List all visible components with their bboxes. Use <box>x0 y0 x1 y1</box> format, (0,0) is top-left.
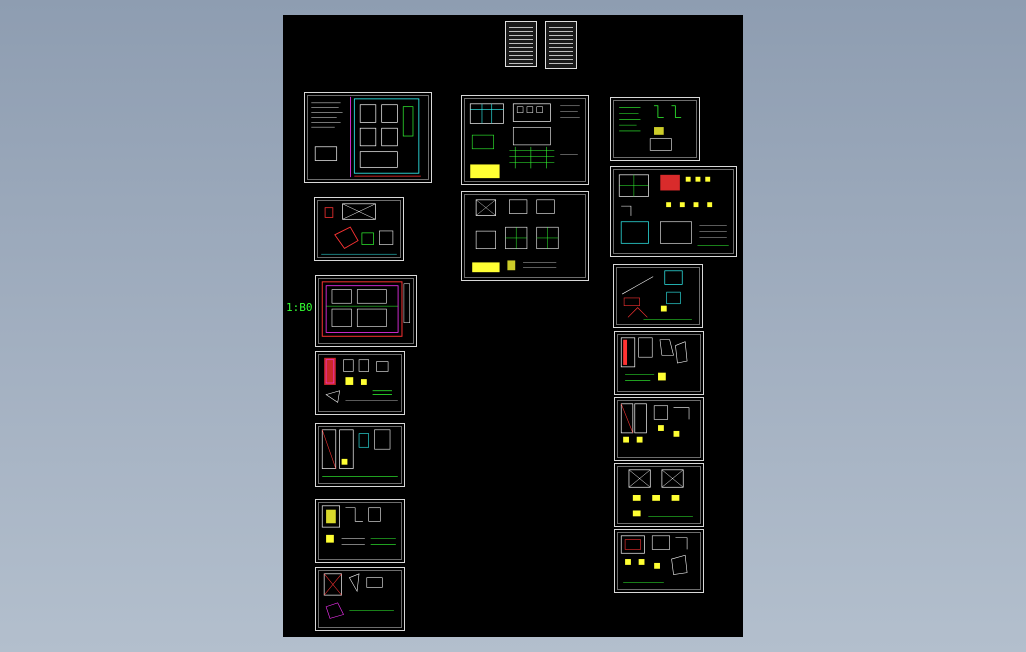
drawing-sheet-left-4[interactable] <box>315 351 405 415</box>
drawing-middle-2 <box>472 199 559 273</box>
drawing-sheet-left-5[interactable] <box>315 423 405 487</box>
drawing-sheet-right-2[interactable] <box>610 166 737 257</box>
drawing-right-1 <box>619 105 682 151</box>
drawing-right-7 <box>620 535 688 583</box>
cad-model-viewport[interactable]: 1:B0 <box>283 15 743 637</box>
drawing-left-4 <box>324 357 398 403</box>
drawing-middle-1 <box>469 103 580 179</box>
drawing-sheet-middle-1[interactable] <box>461 95 589 185</box>
drawing-right-4 <box>620 337 688 381</box>
drawing-left-5 <box>321 429 398 477</box>
drawing-left-3 <box>321 281 410 337</box>
drawing-left-6 <box>321 505 396 545</box>
scale-label: 1:B0 <box>286 301 313 314</box>
drawing-sheet-left-6[interactable] <box>315 499 405 563</box>
drawing-sheet-site-plan[interactable] <box>304 92 432 183</box>
site-plan-drawing <box>311 96 421 178</box>
drawing-right-2 <box>618 174 729 246</box>
drawing-sheet-right-5[interactable] <box>614 397 704 461</box>
drawing-sheet-left-2[interactable] <box>314 197 404 261</box>
drawing-left-7 <box>323 573 394 619</box>
drawing-right-3 <box>622 270 692 320</box>
drawing-right-6 <box>628 469 693 517</box>
drawing-sheet-right-7[interactable] <box>614 529 704 593</box>
drawing-sheet-right-3[interactable] <box>613 264 703 328</box>
spec-sheet-1[interactable] <box>505 21 537 67</box>
spec-sheet-2[interactable] <box>545 21 577 69</box>
drawing-left-2 <box>321 203 397 255</box>
drawing-sheet-right-1[interactable] <box>610 97 700 161</box>
drawing-right-5 <box>620 403 690 443</box>
drawing-sheet-left-3[interactable] <box>315 275 417 347</box>
drawing-sheet-left-7[interactable] <box>315 567 405 631</box>
drawing-sheet-middle-2[interactable] <box>461 191 589 281</box>
drawing-sheet-right-6[interactable] <box>614 463 704 527</box>
drawing-sheet-right-4[interactable] <box>614 331 704 395</box>
